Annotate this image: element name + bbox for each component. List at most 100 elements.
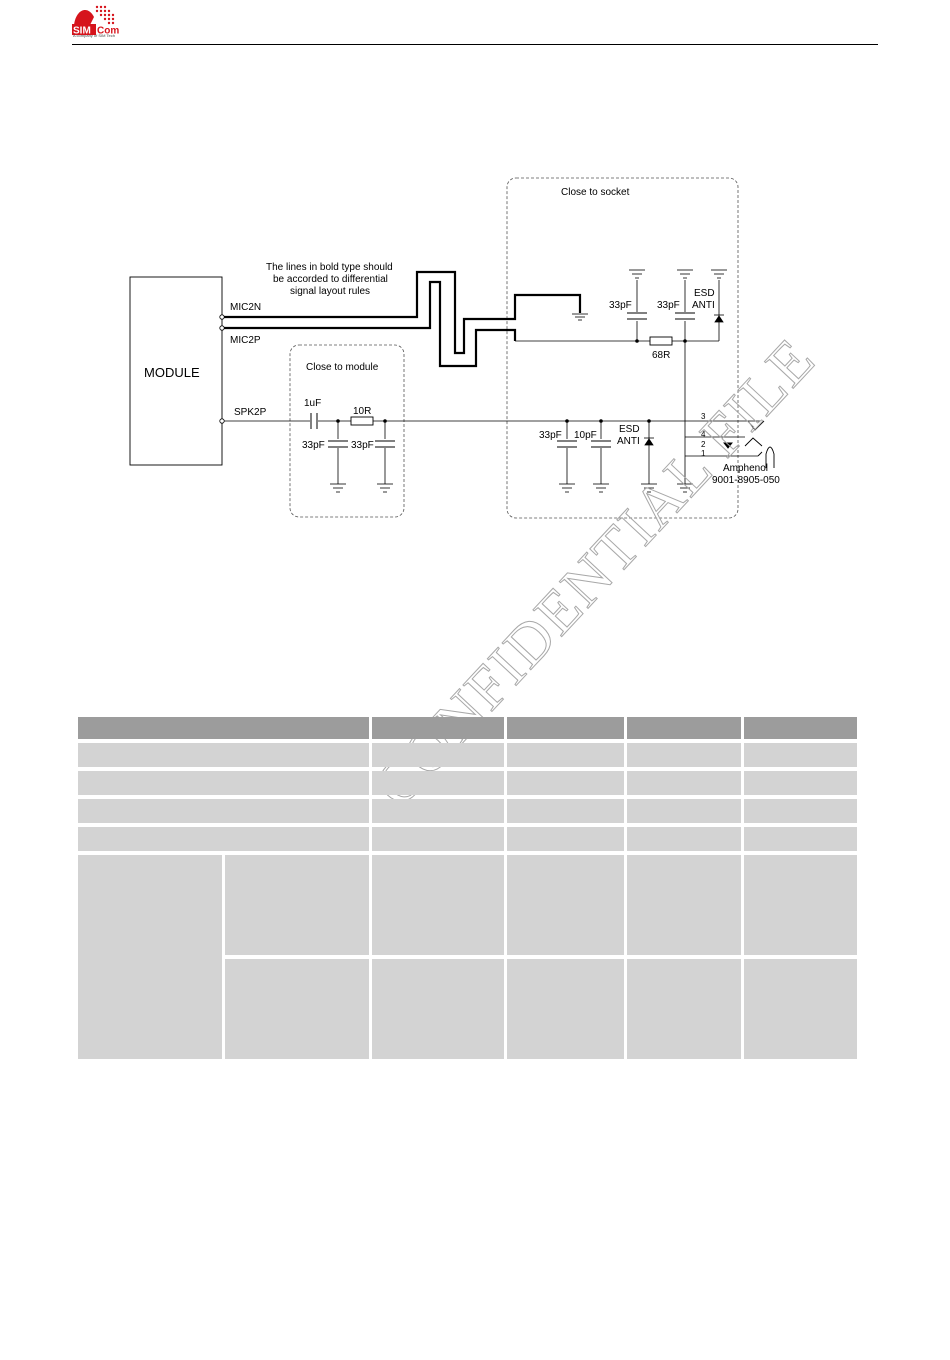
table-row (78, 799, 857, 823)
bottom-esd-label-2: ANTI (617, 436, 640, 447)
note-line-3: signal layout rules (290, 286, 370, 297)
jack-maker-label: Amphenol (723, 463, 768, 474)
resistor-10r (350, 416, 374, 426)
header-rule (72, 44, 878, 45)
top-esd-label-2: ANTI (692, 300, 715, 311)
table-cell (627, 827, 741, 851)
table-cell (372, 959, 504, 1059)
jack-pin-4: 4 (701, 430, 706, 439)
junction-dot (683, 339, 687, 343)
table-cell (372, 827, 504, 851)
resistor-68r-label: 68R (652, 350, 670, 361)
socket-region-label: Close to socket (561, 187, 630, 198)
table-cell (78, 771, 369, 795)
logo-tagline: A company of SIM Tech (73, 33, 115, 38)
table-row (78, 827, 857, 851)
table-cell (372, 799, 504, 823)
table-header-cell (744, 717, 857, 739)
module-label: MODULE (144, 365, 200, 380)
top-ground-symbols (629, 269, 727, 279)
cap-1uf-label: 1uF (304, 398, 321, 409)
shunt-cap-label-2: 33pF (351, 440, 374, 451)
table-row (78, 771, 857, 795)
table-group-cell (78, 855, 222, 1059)
table-header-cell (627, 717, 741, 739)
bottom-esd-diode (644, 437, 654, 446)
table-row (78, 959, 857, 1059)
table-header-cell (78, 717, 369, 739)
table-cell (372, 855, 504, 955)
jack-part-label: 9001-8905-050 (712, 475, 780, 486)
table-cell (372, 771, 504, 795)
table-cell (744, 743, 857, 767)
table-header-cell (507, 717, 624, 739)
table-cell (507, 959, 624, 1059)
simcom-logo: SIM Com (72, 5, 119, 37)
headset-jack-symbol (723, 420, 775, 468)
logo-text-com: Com (97, 26, 119, 37)
junction-dot (635, 339, 639, 343)
socket-capacitor-10pf (590, 439, 612, 448)
module-block (129, 276, 223, 466)
top-esd-label-1: ESD (694, 288, 715, 299)
top-capacitor-33pf (674, 312, 696, 321)
top-esd-diode (714, 314, 724, 323)
mic-thin-wires (515, 280, 758, 457)
socket-capacitor-33pf (556, 439, 578, 448)
table-cell (627, 799, 741, 823)
top-cap-label-1: 33pF (609, 300, 632, 311)
logo-text-sim: SIM (73, 26, 91, 37)
socket-cap-label-33pf: 33pF (539, 430, 562, 441)
table-cell (627, 959, 741, 1059)
mic2n-bold-trace (224, 270, 582, 355)
table-cell (627, 743, 741, 767)
table-cell (627, 855, 741, 955)
logo-red-box (72, 24, 96, 35)
jack-pin-3: 3 (701, 412, 706, 421)
mic2p-bold-trace (224, 280, 517, 368)
table-cell (744, 771, 857, 795)
resistor-10r-label: 10R (353, 406, 371, 417)
table-cell (744, 855, 857, 955)
table-cell (744, 959, 857, 1059)
table-cell (627, 771, 741, 795)
table-cell (507, 771, 624, 795)
resistor-68r (649, 336, 673, 346)
pin-label-mic2p: MIC2P (230, 335, 261, 346)
pin-label-mic2n: MIC2N (230, 302, 261, 313)
table-cell (507, 743, 624, 767)
table-cell (507, 855, 624, 955)
table-cell (78, 799, 369, 823)
table-cell (78, 743, 369, 767)
pin-label-spk2p: SPK2P (234, 407, 267, 418)
shunt-capacitor-33pf (374, 439, 396, 448)
table-cell (744, 799, 857, 823)
logo-swoosh (74, 10, 94, 25)
table-header-row (78, 717, 857, 739)
jack-pin-2: 2 (701, 440, 706, 449)
table-header-cell (372, 717, 504, 739)
table-cell (225, 855, 369, 955)
note-line-2: be accorded to differential (273, 274, 388, 285)
series-capacitor-1uf (310, 413, 318, 429)
table-cell (372, 743, 504, 767)
table-cell (507, 827, 624, 851)
module-region-box (289, 344, 405, 518)
table-cell (744, 827, 857, 851)
shunt-cap-label-1: 33pF (302, 440, 325, 451)
table-row (78, 743, 857, 767)
socket-cap-label-10pf: 10pF (574, 430, 597, 441)
table-cell (225, 959, 369, 1059)
socket-region-box (506, 177, 739, 519)
module-region-label: Close to module (306, 362, 379, 373)
top-cap-label-2: 33pF (657, 300, 680, 311)
spk-junction-dots (336, 419, 651, 423)
mic-ground-symbol (572, 313, 588, 321)
bottom-esd-label-1: ESD (619, 424, 640, 435)
table-cell (78, 827, 369, 851)
note-line-1: The lines in bold type should (266, 262, 393, 273)
top-capacitor-33pf (626, 312, 648, 321)
spec-table (75, 713, 860, 1063)
jack-pin-1: 1 (701, 449, 706, 458)
table-cell (507, 799, 624, 823)
